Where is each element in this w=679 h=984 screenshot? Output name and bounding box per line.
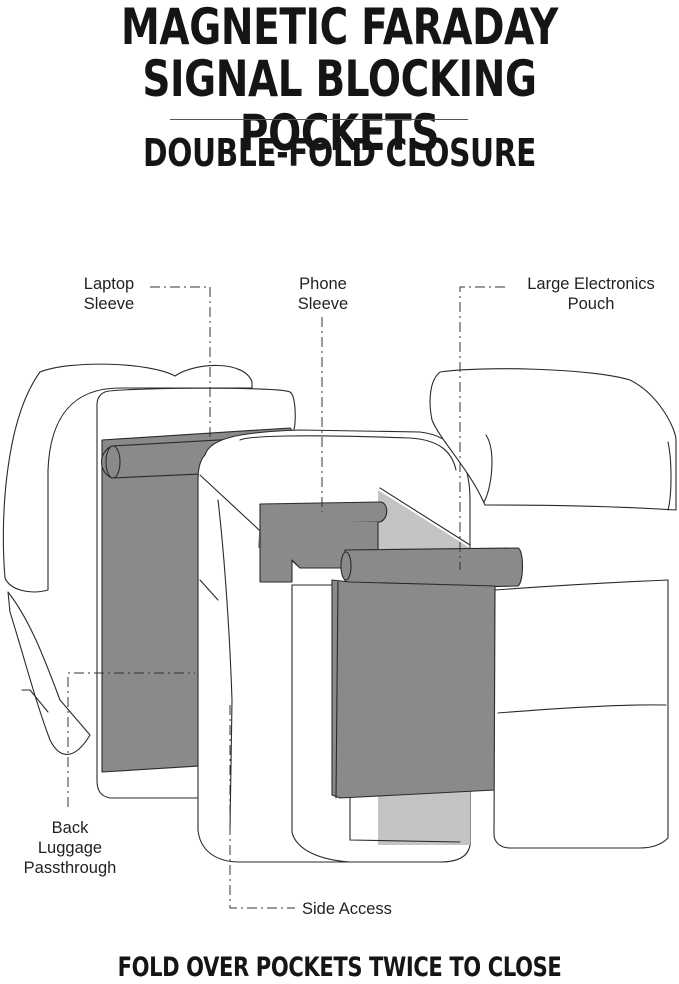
callout-side-line1: Side Access: [302, 900, 392, 918]
callout-back-line1: Back: [51, 819, 89, 837]
leader-laptop: [150, 286, 211, 440]
callout-back-luggage-passthrough: Back Luggage Passthrough: [10, 818, 130, 878]
subtitle: DOUBLE-FOLD CLOSURE: [142, 131, 536, 175]
shoulder-strap: [7, 591, 91, 755]
title-divider: [170, 119, 468, 120]
callout-back-line2: Luggage: [37, 839, 103, 857]
title-line-2: SIGNAL BLOCKING POCKETS: [142, 50, 537, 162]
callout-phone-line2: Sleeve: [297, 295, 349, 313]
leader-large: [459, 286, 505, 570]
callout-laptop-line2: Sleeve: [83, 295, 135, 313]
leader-side: [229, 705, 295, 909]
phone-sleeve-pocket: [259, 501, 388, 525]
callout-side-access: Side Access: [302, 899, 422, 919]
leader-back: [67, 672, 195, 807]
large-pouch-pocket: [344, 547, 524, 591]
title-line-1: MAGNETIC FARADAY: [121, 0, 558, 56]
callout-phone-line1: Phone: [299, 275, 347, 293]
footer-caption: FOLD OVER POCKETS TWICE TO CLOSE: [117, 952, 562, 983]
backpack-back-panel: [2, 363, 253, 593]
callout-large-line2: Pouch: [567, 295, 615, 313]
callout-phone-sleeve: Phone Sleeve: [278, 274, 368, 314]
detached-front-panel: [493, 579, 669, 849]
callout-large-line1: Large Electronics: [527, 275, 655, 293]
callout-back-line3: Passthrough: [23, 859, 117, 877]
callout-large-electronics-pouch: Large Electronics Pouch: [505, 274, 677, 314]
callout-laptop-sleeve: Laptop Sleeve: [64, 274, 154, 314]
callout-laptop-line1: Laptop: [83, 275, 135, 293]
